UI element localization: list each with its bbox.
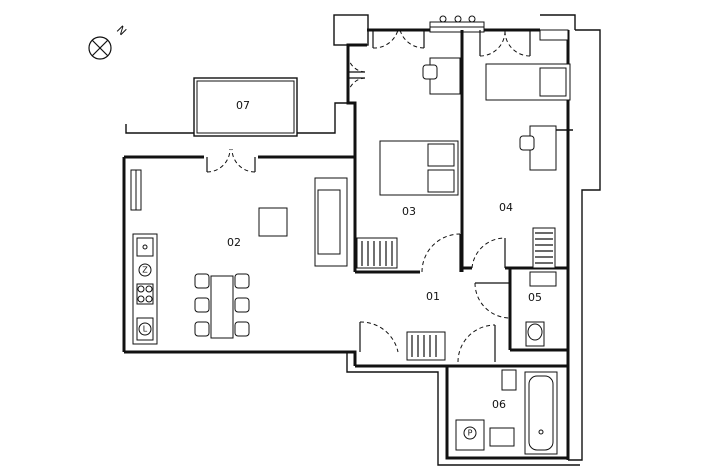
top-windows bbox=[429, 15, 569, 41]
fridge-label: L bbox=[143, 325, 148, 334]
bedroom4-door-swing bbox=[471, 237, 506, 269]
wardrobe-03-hatch bbox=[361, 241, 393, 266]
bath-fixtures: P bbox=[455, 369, 558, 455]
hall-wardrobe bbox=[406, 331, 446, 361]
room-label-02: 02 bbox=[227, 236, 241, 249]
window-bedroom4 bbox=[539, 29, 569, 41]
wall-right-outer bbox=[568, 29, 601, 461]
bedroom3-door-swing bbox=[421, 233, 461, 273]
balcony-outline bbox=[193, 77, 298, 137]
bath-toilet bbox=[501, 369, 517, 391]
hall-wardrobe-hatch bbox=[411, 335, 437, 357]
chair bbox=[194, 321, 210, 337]
bed-03-pillow-a bbox=[427, 143, 455, 167]
wc-fixtures bbox=[525, 271, 557, 347]
wardrobe-03 bbox=[356, 237, 398, 269]
hob-ring-2 bbox=[145, 285, 153, 293]
hob-ring-1 bbox=[137, 285, 145, 293]
bath-door-swing bbox=[457, 324, 496, 363]
bed-04-pillow bbox=[539, 67, 567, 97]
balcony-door-swing-l bbox=[206, 148, 231, 173]
bathtub-drain bbox=[538, 429, 544, 435]
window-knob-c bbox=[468, 15, 476, 23]
chair bbox=[234, 297, 250, 313]
balcony bbox=[125, 77, 348, 137]
washer-symbol bbox=[138, 263, 152, 277]
wall-upper-left bbox=[346, 43, 367, 157]
desk-chair-04 bbox=[519, 135, 535, 151]
window-knob-a bbox=[439, 15, 447, 23]
desk-chair-03 bbox=[422, 64, 438, 80]
balcony-inner bbox=[196, 80, 295, 134]
boiler-label: P bbox=[468, 429, 473, 438]
sofa-seat bbox=[317, 189, 341, 255]
chair bbox=[194, 273, 210, 289]
wardrobe-04 bbox=[532, 227, 556, 269]
wc-door-swing bbox=[474, 282, 511, 319]
fridge-symbol bbox=[138, 322, 152, 336]
room-label-07: 07 bbox=[236, 99, 250, 112]
dining-table bbox=[210, 275, 234, 339]
hall-furniture bbox=[406, 331, 446, 361]
living-furniture: Z L bbox=[130, 169, 348, 345]
closet-door-swing bbox=[347, 54, 366, 73]
boiler-symbol bbox=[463, 426, 477, 440]
compass-line-b bbox=[91, 39, 109, 57]
wc-basin bbox=[529, 271, 557, 287]
chair bbox=[194, 297, 210, 313]
bedroom4-furniture bbox=[485, 63, 571, 269]
sink-drain bbox=[142, 244, 148, 250]
room-label-04: 04 bbox=[499, 201, 513, 214]
wc-toilet-bowl bbox=[527, 323, 543, 341]
washer-label: Z bbox=[142, 266, 148, 275]
balcony-parapet bbox=[125, 124, 194, 134]
compass-north-label: N bbox=[114, 23, 129, 38]
wall-bottom-right bbox=[355, 364, 568, 460]
bath-sink bbox=[489, 427, 515, 447]
balcony-door-swing-r bbox=[231, 148, 256, 173]
room-label-03: 03 bbox=[402, 205, 416, 218]
hob-ring-4 bbox=[145, 295, 153, 303]
closet-door-swing-2 bbox=[347, 77, 366, 97]
room-label-06: 06 bbox=[492, 398, 506, 411]
doors bbox=[206, 29, 531, 363]
bathtub-inner bbox=[528, 375, 554, 451]
bedroom4-window-swing-r bbox=[504, 29, 531, 57]
bedroom3-furniture bbox=[356, 57, 461, 269]
outer-walls bbox=[122, 14, 601, 466]
bed-03-pillow-b bbox=[427, 169, 455, 193]
compass: N bbox=[88, 23, 129, 60]
wardrobe-04-hatch bbox=[535, 232, 553, 264]
wall-bottom-outer bbox=[346, 352, 580, 466]
shaft bbox=[333, 14, 369, 46]
coffee-table bbox=[258, 207, 288, 237]
room-labels: 01 02 03 04 05 06 07 bbox=[227, 99, 542, 411]
entrance-door-swing bbox=[359, 321, 399, 353]
window-knob-b bbox=[454, 15, 462, 23]
chair bbox=[234, 321, 250, 337]
chair bbox=[234, 273, 250, 289]
room-label-05: 05 bbox=[528, 291, 542, 304]
wall-top-right bbox=[540, 14, 576, 30]
wall-living-bottom bbox=[124, 350, 357, 366]
bedroom3-window-swing-r bbox=[399, 29, 425, 49]
dining-chairs bbox=[194, 273, 250, 337]
bedroom4-window-swing-l bbox=[479, 29, 506, 57]
balcony-parapet-right bbox=[297, 102, 348, 134]
bedroom3-window-swing-l bbox=[372, 29, 399, 49]
hob-ring-3 bbox=[137, 295, 145, 303]
room-label-01: 01 bbox=[426, 290, 440, 303]
